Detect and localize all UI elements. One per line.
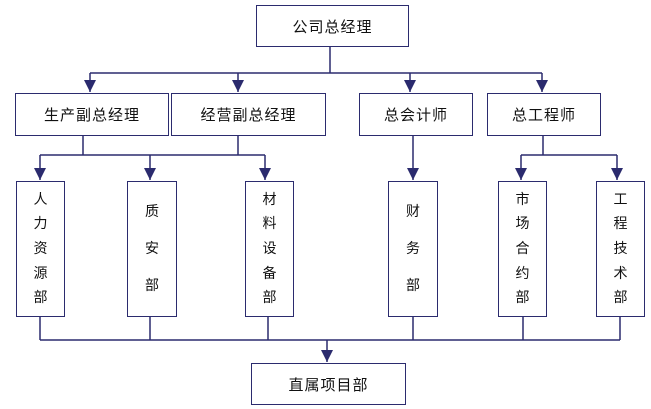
department-char: 质	[145, 204, 159, 220]
department-char: 源	[33, 265, 48, 282]
department-char: 工	[613, 191, 628, 208]
department-box-finance: 财 务 部	[388, 181, 438, 317]
department-char: 部	[145, 278, 159, 294]
department-box-hr: 人 力 资 源 部	[16, 181, 65, 317]
department-box-engineering-tech: 工 程 技 术 部	[596, 181, 645, 317]
department-box-quality-safety: 质 安 部	[127, 181, 177, 317]
department-label: 质 安 部	[128, 182, 176, 316]
department-char: 部	[262, 290, 277, 307]
department-label: 人 力 资 源 部	[17, 182, 64, 316]
top-label: 公司总经理	[292, 17, 373, 36]
bottom-box: 直属项目部	[251, 363, 406, 405]
department-box-market-contracts: 市 场 合 约 部	[498, 181, 547, 317]
level2-box-production: 生产副总经理	[15, 93, 169, 136]
department-char: 程	[613, 216, 628, 233]
department-char: 资	[33, 240, 48, 257]
department-char: 材	[262, 191, 277, 208]
department-label: 工 程 技 术 部	[597, 182, 644, 316]
department-char: 备	[262, 265, 277, 282]
department-char: 市	[515, 191, 530, 208]
department-char: 部	[33, 290, 48, 307]
bottom-label: 直属项目部	[288, 375, 369, 394]
department-label: 材 料 设 备 部	[246, 182, 293, 316]
department-char: 约	[515, 265, 530, 282]
level2-label: 总会计师	[383, 106, 448, 124]
level2-label: 总工程师	[511, 106, 576, 124]
department-char: 人	[33, 191, 48, 208]
department-char: 料	[262, 216, 277, 233]
department-box-materials: 材 料 设 备 部	[245, 181, 294, 317]
department-char: 设	[262, 240, 277, 257]
department-char: 部	[406, 278, 420, 294]
department-char: 合	[515, 240, 530, 257]
department-label: 市 场 合 约 部	[499, 182, 546, 316]
department-label: 财 务 部	[389, 182, 437, 316]
level2-box-chief-engineer: 总工程师	[487, 93, 601, 136]
level2-box-operations: 经营副总经理	[171, 93, 326, 136]
top-box: 公司总经理	[256, 5, 409, 47]
level2-box-chief-accountant: 总会计师	[359, 93, 473, 136]
department-char: 术	[613, 265, 628, 282]
department-char: 技	[613, 240, 628, 257]
department-char: 力	[33, 216, 48, 233]
level2-label: 经营副总经理	[200, 106, 297, 124]
department-char: 财	[406, 204, 420, 220]
department-char: 安	[145, 241, 159, 257]
department-char: 场	[515, 216, 530, 233]
level2-label: 生产副总经理	[43, 106, 140, 124]
department-char: 部	[613, 290, 628, 307]
department-char: 务	[406, 241, 420, 257]
department-char: 部	[515, 290, 530, 307]
